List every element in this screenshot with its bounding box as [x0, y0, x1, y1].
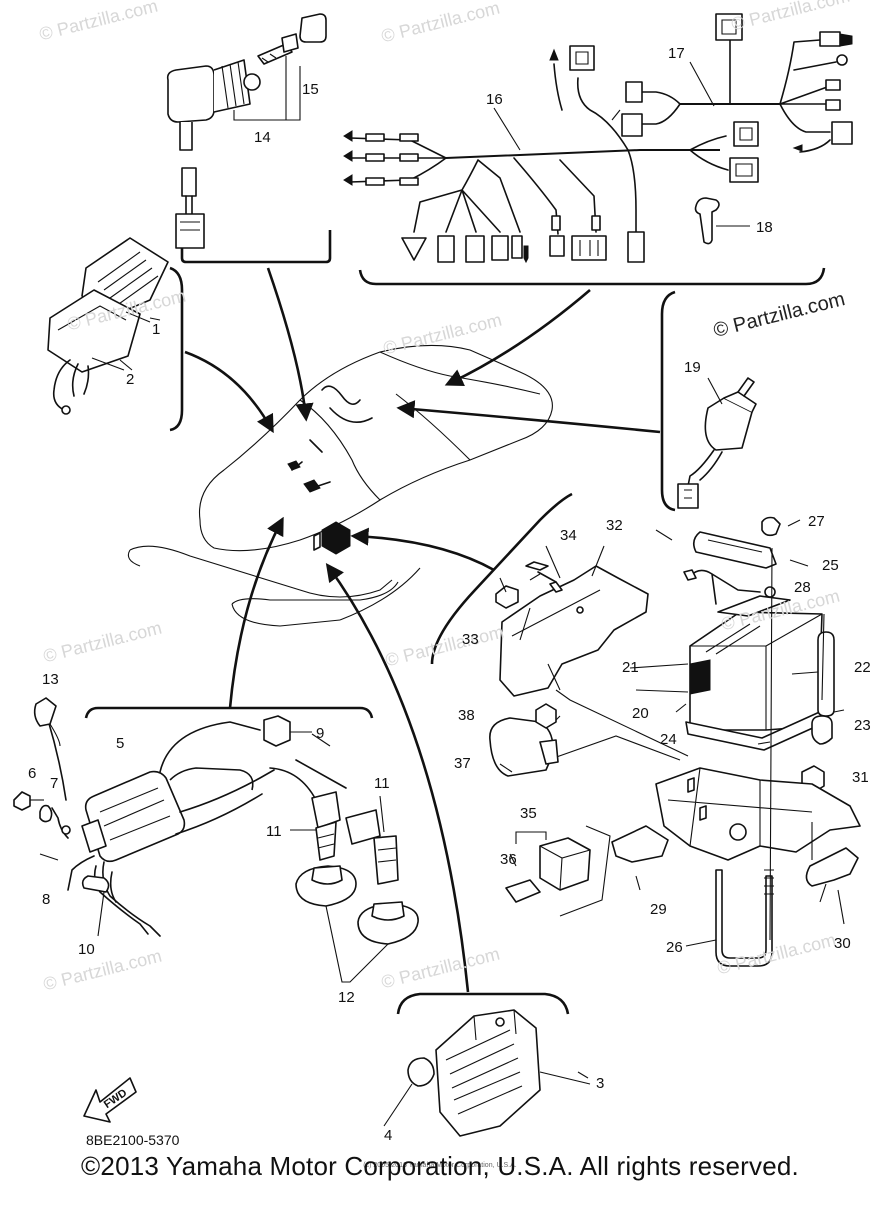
rectifier-regulator	[435, 1009, 541, 1137]
callout-11b: 11	[374, 775, 390, 792]
callout-36: 36	[500, 851, 517, 868]
callout-7: 7	[50, 775, 59, 792]
washer-7	[39, 804, 53, 823]
callout-34: 34	[560, 527, 577, 544]
relay-37	[489, 717, 554, 777]
clamp	[694, 197, 720, 245]
callout-12: 12	[338, 989, 355, 1006]
callout-10: 10	[78, 941, 95, 958]
keys	[257, 13, 327, 65]
bracket-right	[660, 290, 676, 512]
lead-28	[689, 569, 761, 605]
small-print: (c) 2005-2016 Yamaha Motor Corporation, …	[363, 1162, 517, 1169]
nut-4	[407, 1057, 435, 1087]
cap-23	[811, 715, 833, 745]
battery-box	[655, 767, 861, 861]
callout-23: 23	[854, 717, 871, 734]
callout-22: 22	[854, 659, 871, 676]
bolt-6	[13, 791, 31, 811]
callout-31: 31	[852, 769, 869, 786]
holder-29	[611, 825, 669, 863]
callout-16: 16	[486, 91, 503, 108]
callout-15: 15	[302, 81, 319, 98]
callout-26: 26	[666, 939, 683, 956]
copyright: ©2013 Yamaha Motor Corporation, U.S.A. A…	[81, 1151, 799, 1181]
callout-29: 29	[650, 901, 667, 918]
clamp-30	[805, 847, 859, 887]
callout-18: 18	[756, 219, 773, 236]
callout-19: 19	[684, 359, 701, 376]
strap-25	[692, 531, 777, 569]
callout-2: 2	[126, 371, 135, 388]
wire-harness	[343, 13, 853, 264]
callout-4: 4	[384, 1127, 393, 1144]
clamp-13	[33, 697, 57, 727]
callout-27: 27	[808, 513, 825, 530]
callout-30: 30	[834, 935, 851, 952]
callout-11a: 11	[266, 823, 282, 840]
callout-38: 38	[458, 707, 475, 724]
snowmobile-outline	[127, 344, 553, 627]
nut-33	[495, 585, 519, 609]
callout-25: 25	[822, 557, 839, 574]
callout-13: 13	[42, 671, 59, 688]
callout-14: 14	[254, 129, 271, 146]
nut-38	[535, 703, 557, 729]
callout-24: 24	[660, 731, 677, 748]
callout-37: 37	[454, 755, 471, 772]
bracket-battery	[430, 492, 573, 665]
callout-35: 35	[520, 805, 537, 822]
bracket-harness	[358, 267, 826, 286]
hold-strap-26	[715, 869, 773, 967]
cap-27	[761, 516, 781, 537]
fuse-36	[505, 879, 541, 903]
callout-20: 20	[632, 705, 649, 722]
cdi-unit	[47, 237, 169, 415]
main-switch	[166, 59, 261, 249]
relay-35	[539, 837, 591, 891]
callout-32: 32	[606, 517, 623, 534]
callout-6: 6	[28, 765, 37, 782]
battery-bracket	[499, 561, 649, 697]
callout-8: 8	[42, 891, 51, 908]
bracket-top-left	[180, 230, 332, 264]
grommet-9	[263, 715, 291, 747]
tube-22	[817, 631, 835, 717]
callout-33: 33	[462, 631, 479, 648]
callout-9: 9	[316, 725, 325, 742]
diagram-code: 8BE2100-5370	[86, 1132, 180, 1148]
bracket-ignition	[84, 706, 374, 719]
fwd-arrow-icon	[83, 1077, 137, 1123]
plug-caps	[269, 759, 399, 885]
callout-17: 17	[668, 45, 685, 62]
callout-21: 21	[622, 659, 639, 676]
callout-28: 28	[794, 579, 811, 596]
battery	[689, 595, 823, 731]
emergency-switch	[677, 377, 757, 509]
bracket-left	[169, 266, 184, 432]
callout-3: 3	[596, 1075, 605, 1092]
callout-1: 1	[152, 321, 161, 338]
bracket-regulator	[396, 992, 570, 1015]
callout-5: 5	[116, 735, 125, 752]
ignition-coil	[47, 719, 275, 937]
